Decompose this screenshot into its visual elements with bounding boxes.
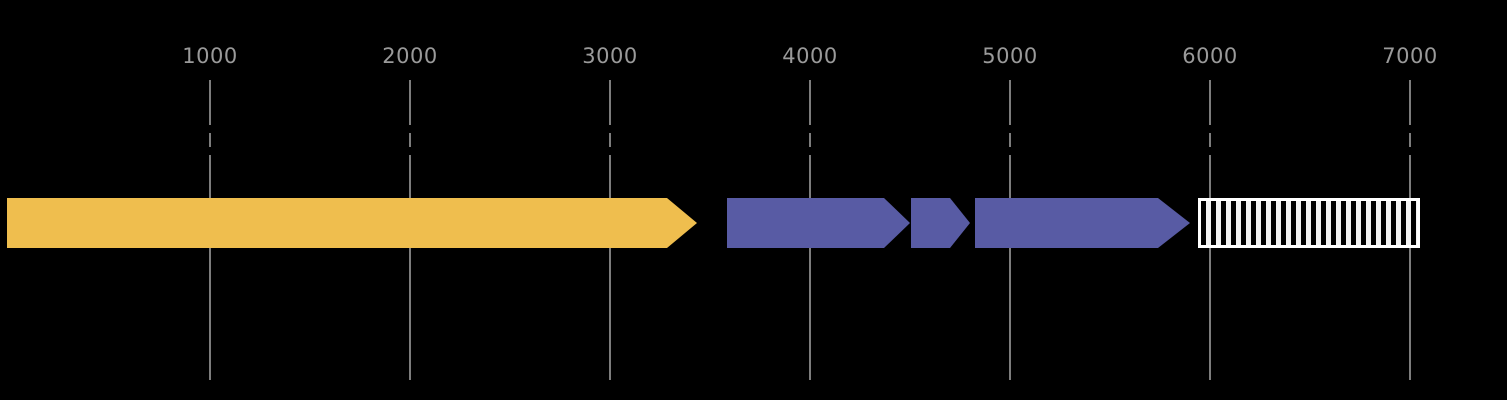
axis-gridline — [1409, 80, 1411, 125]
feature-arrow[interactable] — [911, 198, 970, 248]
axis-tick-label: 7000 — [1382, 44, 1438, 68]
feature-striped-box[interactable] — [1198, 198, 1420, 248]
feature-arrow[interactable] — [727, 198, 910, 248]
axis-gridline — [209, 133, 211, 147]
axis-gridline — [409, 155, 411, 380]
axis-tick-label: 5000 — [982, 44, 1038, 68]
axis-tick-label: 4000 — [782, 44, 838, 68]
axis-gridline — [409, 133, 411, 147]
arrow-shape — [911, 198, 970, 248]
arrow-shape — [7, 198, 697, 248]
axis-gridline — [409, 80, 411, 125]
axis-gridline — [809, 155, 811, 380]
feature-arrow[interactable] — [975, 198, 1190, 248]
axis-gridline — [1209, 80, 1211, 125]
axis-gridline — [1009, 155, 1011, 380]
axis-tick-label: 3000 — [582, 44, 638, 68]
axis-gridline — [209, 155, 211, 380]
axis-gridline — [1209, 155, 1211, 380]
axis-gridline — [809, 133, 811, 147]
axis-gridline — [609, 155, 611, 380]
axis-gridline — [1009, 133, 1011, 147]
axis-gridline — [609, 133, 611, 147]
axis-gridline — [1209, 133, 1211, 147]
axis-tick-label: 2000 — [382, 44, 438, 68]
axis-gridline — [209, 80, 211, 125]
axis-gridline — [1409, 133, 1411, 147]
axis-gridline — [1409, 155, 1411, 380]
axis-gridline — [1009, 80, 1011, 125]
arrow-shape — [727, 198, 910, 248]
axis-gridline — [609, 80, 611, 125]
axis-tick-label: 6000 — [1182, 44, 1238, 68]
axis-gridline — [809, 80, 811, 125]
feature-arrow[interactable] — [7, 198, 697, 248]
arrow-shape — [975, 198, 1190, 248]
axis-tick-label: 1000 — [182, 44, 238, 68]
